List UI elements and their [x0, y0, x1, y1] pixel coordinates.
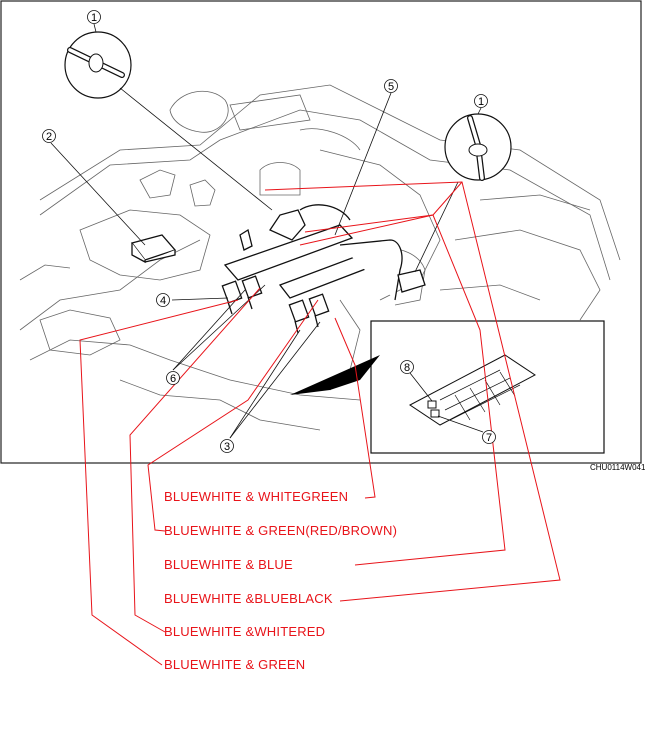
detail-circle-left: [64, 31, 132, 99]
figure-code: CHU0114W041: [590, 463, 645, 472]
callout-label: 4: [160, 295, 166, 307]
callout-markers: 1 2 5 1 4 6 3 8: [42, 10, 496, 453]
callout-label: 8: [404, 362, 410, 374]
callout-8: 8: [400, 360, 414, 374]
callout-4: 4: [156, 293, 170, 307]
wire-blue-black: [264, 181, 561, 602]
wire-green: [79, 299, 239, 666]
callout-label: 6: [170, 373, 176, 385]
callout-label: 1: [91, 12, 97, 24]
wire-upper-link: [304, 181, 463, 233]
callout-label: 1: [478, 96, 484, 108]
red-wire-routes: [79, 181, 561, 666]
wire-white-red: [129, 287, 261, 633]
wire-green-red-brown: [147, 299, 319, 532]
detail-circle-right: [444, 113, 512, 181]
wire-label-green-red-brown: BLUEWHITE & GREEN(RED/BROWN): [164, 523, 398, 538]
callout-label: 5: [388, 81, 394, 93]
leader-lines: [50, 23, 484, 439]
fuel-rail-assembly: [130, 204, 426, 334]
callout-label: 2: [46, 131, 52, 143]
callout-7: 7: [482, 430, 496, 444]
wire-label-white-green: BLUEWHITE & WHITEGREEN: [164, 489, 349, 504]
wire-label-white-red: BLUEWHITE &WHITERED: [164, 624, 326, 639]
callout-6: 6: [166, 371, 180, 385]
callout-3: 3: [220, 439, 234, 453]
wire-white-green: [334, 317, 376, 499]
callout-2: 2: [42, 129, 56, 143]
callout-label: 3: [224, 441, 230, 453]
wire-label-blue: BLUEWHITE & BLUE: [164, 557, 293, 572]
callout-5: 5: [384, 79, 398, 93]
wire-label-blue-black: BLUEWHITE &BLUEBLACK: [164, 591, 333, 606]
wire-label-green: BLUEWHITE & GREEN: [164, 657, 306, 672]
callout-label: 7: [486, 432, 492, 444]
connector-inset: [290, 320, 605, 454]
callout-1-right: 1: [474, 94, 488, 108]
callout-1-left: 1: [87, 10, 101, 24]
wire-blue: [299, 214, 506, 566]
diagram-frame: [0, 0, 642, 464]
